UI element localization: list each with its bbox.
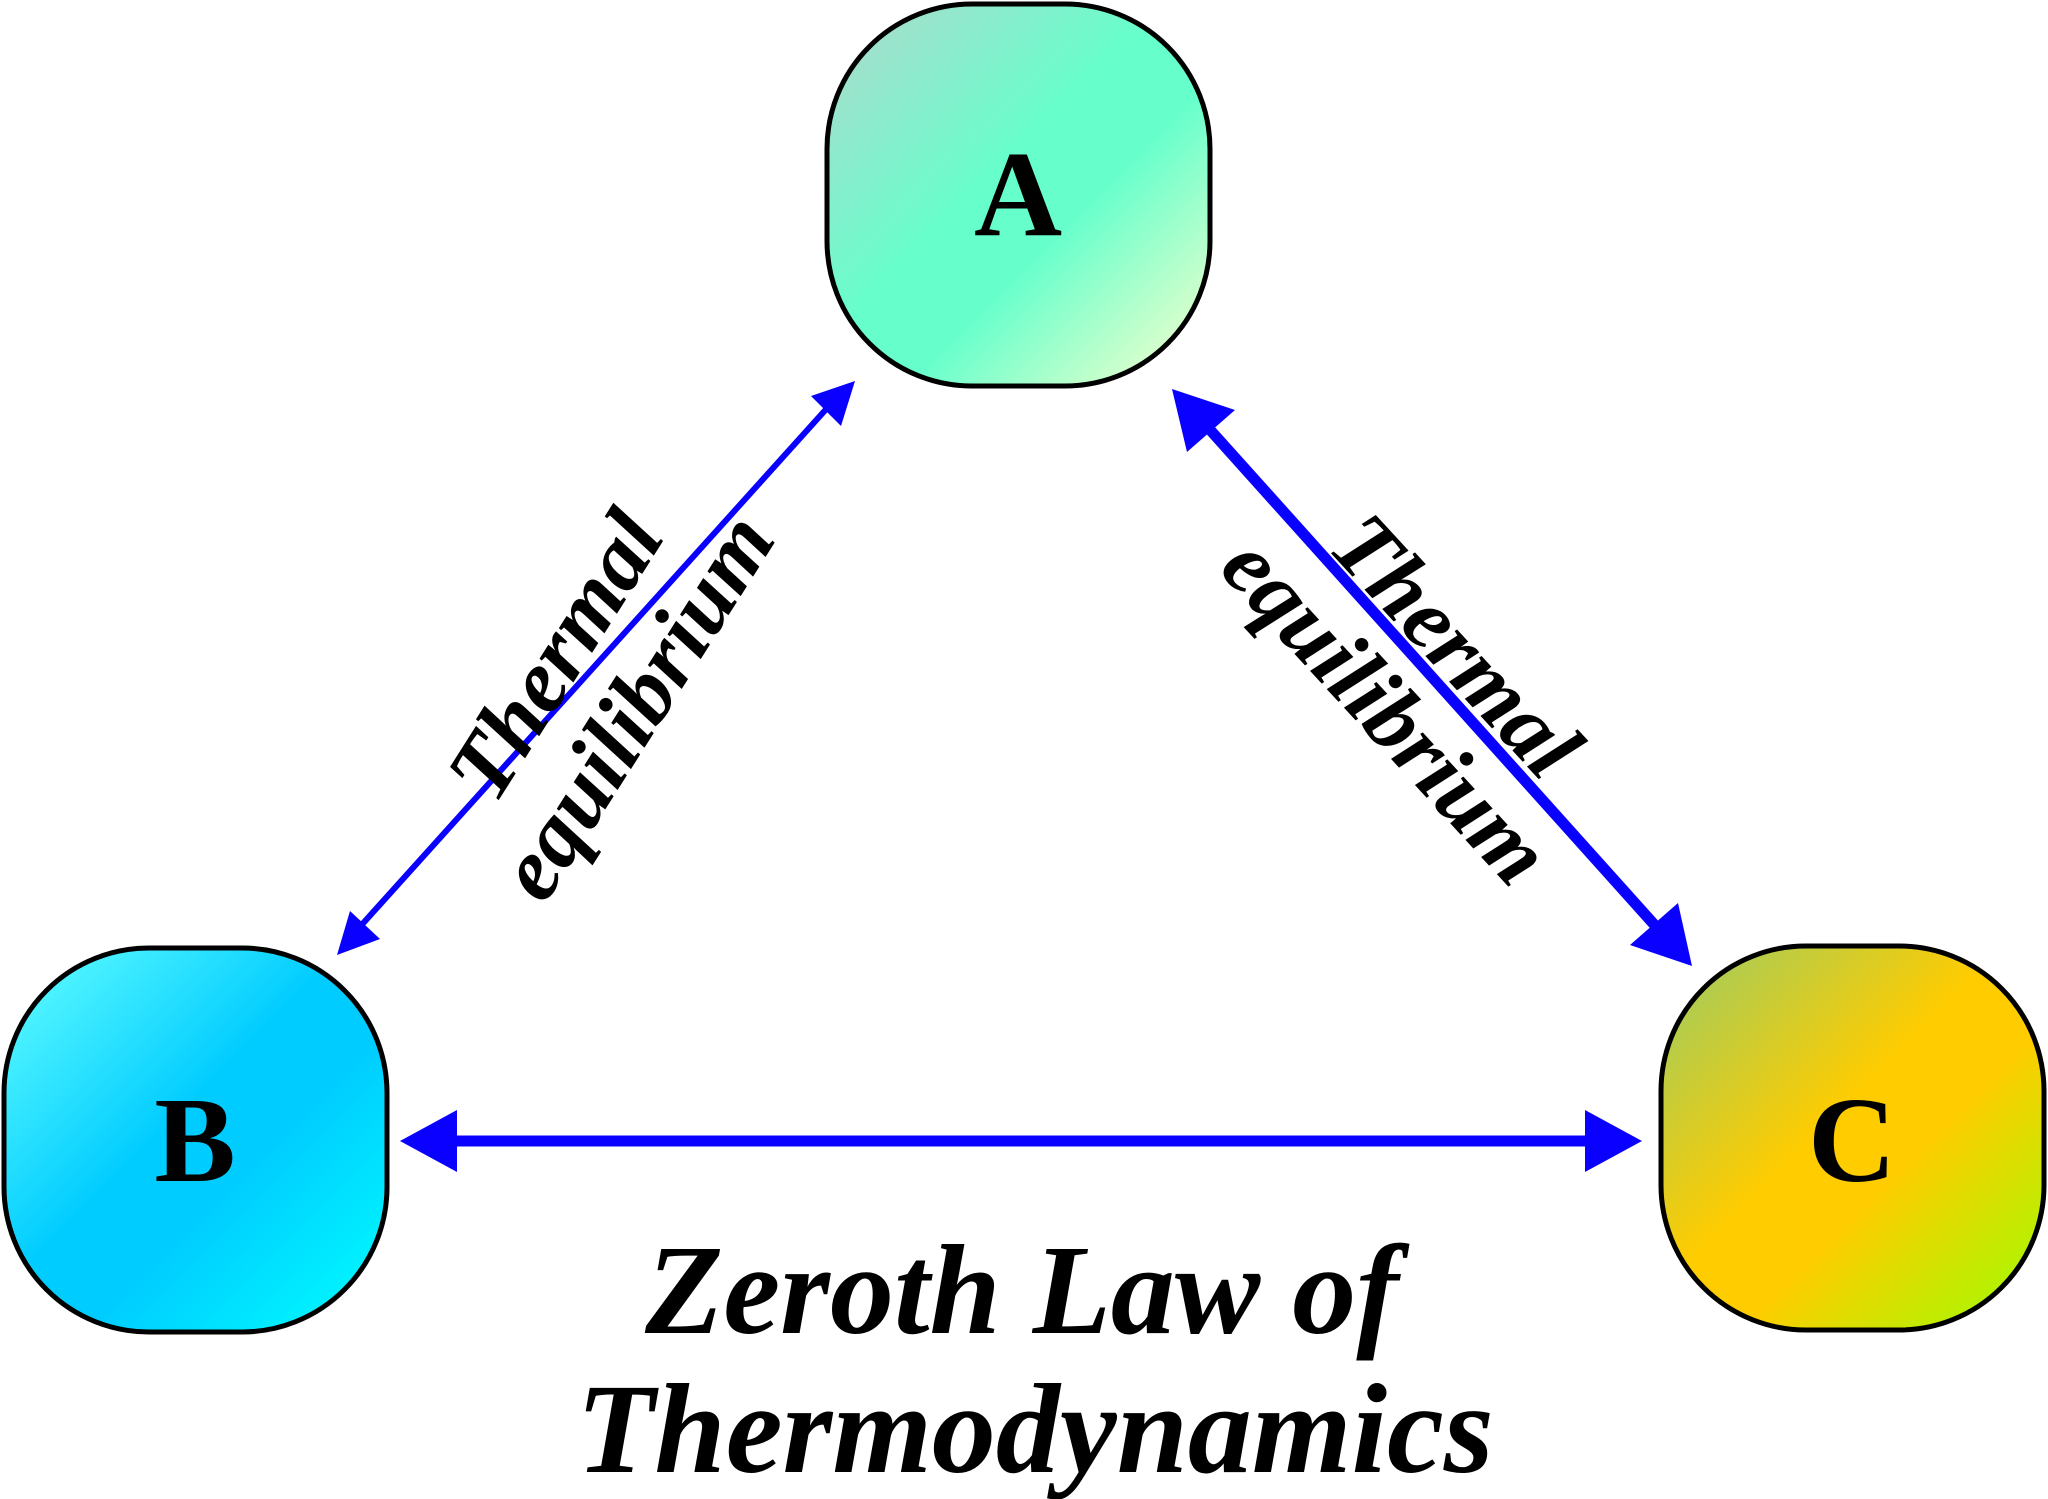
arrow-a-c — [1172, 389, 1692, 966]
arrow-b-c — [400, 1110, 1642, 1172]
node-a: A — [824, 1, 1213, 389]
node-b-label: B — [154, 1073, 235, 1208]
node-b-box — [1, 945, 390, 1335]
arrow-a-c-shaft — [1198, 418, 1665, 935]
node-a-label: A — [974, 127, 1062, 262]
node-c-label: C — [1808, 1073, 1896, 1208]
arrow-b-c-head-b — [400, 1110, 457, 1172]
caption-line2: Thermodynamics — [576, 1358, 1493, 1499]
arrow-a-b-head-b — [337, 911, 380, 955]
edge-label-a-b: Thermal equilibrium — [428, 494, 794, 917]
node-b: B — [1, 945, 390, 1335]
arrow-a-c-head-a — [1172, 389, 1235, 452]
arrow-a-b — [337, 381, 855, 955]
arrow-a-b-head-a — [811, 381, 855, 426]
arrow-a-b-shaft — [345, 393, 841, 943]
arrow-a-c-head-c — [1630, 903, 1692, 966]
arrow-b-c-head-c — [1585, 1110, 1642, 1172]
node-c: C — [1658, 943, 2047, 1333]
caption-line1: Zeroth Law of — [644, 1219, 1410, 1361]
node-c-box — [1658, 943, 2047, 1333]
node-a-box — [824, 1, 1213, 389]
